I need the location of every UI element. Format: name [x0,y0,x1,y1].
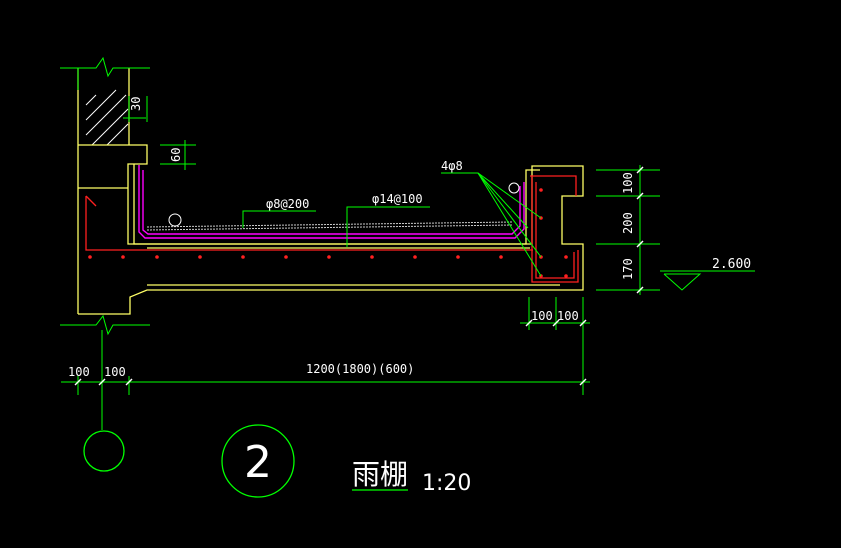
axis-bubble [83,430,125,472]
dim-200: 200 [621,212,635,234]
dim-100-b: 100 [557,309,579,323]
dim-170: 170 [621,258,635,280]
drawing-title: 雨棚 [352,458,408,491]
wall-break-lines [60,56,150,336]
drawing-scale: 1:20 [422,471,471,496]
red-rebar [85,175,579,283]
rebar-label-phi14: φ14@100 [372,192,423,206]
concrete-outline [77,68,584,315]
dim-100-top: 100 [621,172,635,194]
section-number-circle [221,424,295,498]
dimension-lines [61,96,755,430]
dimension-ticks [74,166,644,386]
top-drain [508,182,520,194]
dim-span: 1200(1800)(600) [306,362,414,376]
dim-100-mid: 100 [104,365,126,379]
rebar-label-phi8: φ8@200 [266,197,309,211]
dim-100-a: 100 [531,309,553,323]
dim-100-left: 100 [68,365,90,379]
drain-opening [168,213,182,227]
wall-hatch [85,89,129,146]
elevation-label: 2.600 [712,257,751,272]
waterproof-layer [146,221,513,231]
section-number: 2 [244,437,272,488]
dim-60: 60 [169,148,183,162]
dim-30: 30 [129,97,143,111]
rebar-label-4phi8: 4φ8 [441,159,463,173]
